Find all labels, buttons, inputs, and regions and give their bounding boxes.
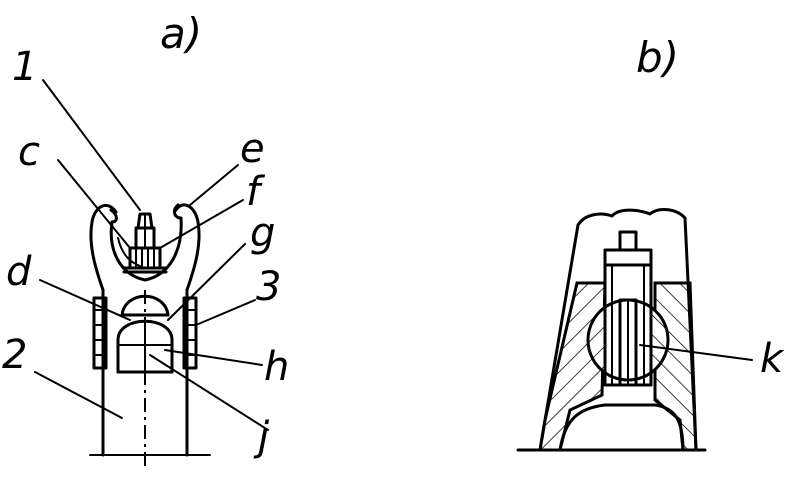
label-d: d <box>6 249 32 295</box>
panel-a-drawing <box>34 79 269 470</box>
label-f: f <box>246 169 266 215</box>
label-h: h <box>264 344 289 390</box>
label-g: g <box>250 210 275 256</box>
label-k: k <box>760 336 785 382</box>
panel-a-label: a) <box>160 9 202 58</box>
label-3: 3 <box>256 264 281 310</box>
panel-b-drawing <box>516 208 753 452</box>
label-c: c <box>18 129 40 175</box>
label-j: j <box>253 414 270 460</box>
label-1: 1 <box>12 44 37 90</box>
panel-b-label: b) <box>636 33 679 82</box>
label-e: e <box>240 126 265 172</box>
label-2: 2 <box>2 332 27 378</box>
